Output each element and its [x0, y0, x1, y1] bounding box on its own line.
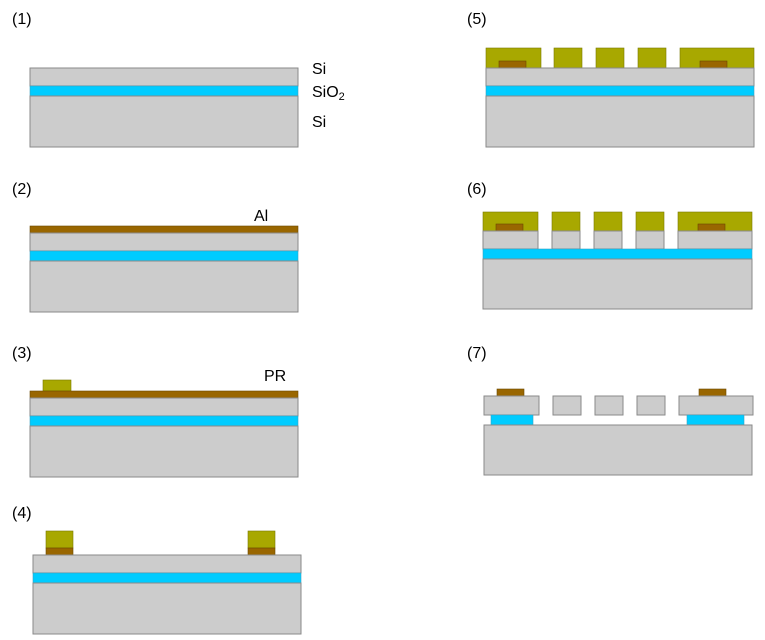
released-si-beam — [552, 395, 582, 416]
photoresist-block — [551, 211, 581, 232]
step-5-label: (5) — [467, 11, 487, 28]
photoresist-block — [593, 211, 623, 232]
top-si-layer — [485, 67, 755, 87]
si-segment — [677, 230, 753, 250]
photoresist-block-right — [247, 530, 276, 549]
si-segment — [551, 230, 581, 250]
oxide-layer — [482, 248, 753, 260]
aluminum-pad-left — [45, 547, 74, 556]
oxide-layer — [29, 85, 299, 97]
top-si-layer — [29, 67, 299, 87]
substrate-si-layer — [485, 95, 755, 148]
si-segment — [482, 230, 539, 250]
aluminum-pad-left — [496, 388, 525, 397]
top-si-layer — [29, 397, 299, 417]
oxide-layer — [29, 415, 299, 427]
step-1: (1) Si SiO2 Si — [12, 11, 345, 148]
step-7: (7) — [467, 345, 754, 476]
si-top-label: Si — [312, 61, 326, 78]
aluminum-layer — [29, 225, 299, 234]
step-3-label: (3) — [12, 345, 32, 362]
substrate-si-layer — [32, 582, 302, 635]
photoresist-block — [637, 47, 667, 69]
substrate-si-layer — [29, 95, 299, 148]
photoresist-block — [42, 379, 72, 392]
aluminum-pad-left — [498, 60, 527, 69]
top-si-layer — [29, 232, 299, 252]
si-segment — [593, 230, 623, 250]
step-4: (4) — [12, 505, 302, 635]
oxide-anchor-left — [490, 414, 534, 426]
aluminum-pad-right — [698, 388, 727, 397]
released-si-beam — [594, 395, 624, 416]
si-segment — [635, 230, 665, 250]
photoresist-block-left — [45, 530, 74, 549]
si-anchor-left — [483, 395, 540, 416]
aluminum-pad-right — [697, 223, 726, 232]
oxide-layer — [29, 250, 299, 262]
substrate-si-layer — [482, 258, 753, 310]
aluminum-pad-left — [495, 223, 524, 232]
sio2-label: SiO2 — [312, 84, 345, 103]
pr-label: PR — [264, 368, 286, 385]
step-2-label: (2) — [12, 181, 32, 198]
substrate-si-layer — [29, 425, 299, 478]
substrate-si-layer — [483, 424, 753, 476]
al-label: Al — [254, 208, 268, 225]
oxide-layer — [485, 85, 755, 97]
step-4-label: (4) — [12, 505, 32, 522]
aluminum-pad-right — [247, 547, 276, 556]
photoresist-block — [553, 47, 583, 69]
oxide-layer — [32, 572, 302, 584]
photoresist-block — [635, 211, 665, 232]
substrate-si-layer — [29, 260, 299, 313]
step-2: (2) Al — [12, 181, 299, 313]
released-si-beam — [636, 395, 666, 416]
photoresist-block — [595, 47, 625, 69]
step-5: (5) — [467, 11, 755, 148]
aluminum-pad-right — [699, 60, 728, 69]
step-3: (3) PR — [12, 345, 299, 478]
si-bottom-label: Si — [312, 114, 326, 131]
step-1-label: (1) — [12, 11, 32, 28]
aluminum-layer — [29, 390, 299, 399]
oxide-anchor-right — [686, 414, 745, 426]
si-anchor-right — [678, 395, 754, 416]
top-si-layer — [32, 554, 302, 574]
step-6-label: (6) — [467, 181, 487, 198]
step-7-label: (7) — [467, 345, 487, 362]
step-6: (6) — [467, 181, 753, 310]
